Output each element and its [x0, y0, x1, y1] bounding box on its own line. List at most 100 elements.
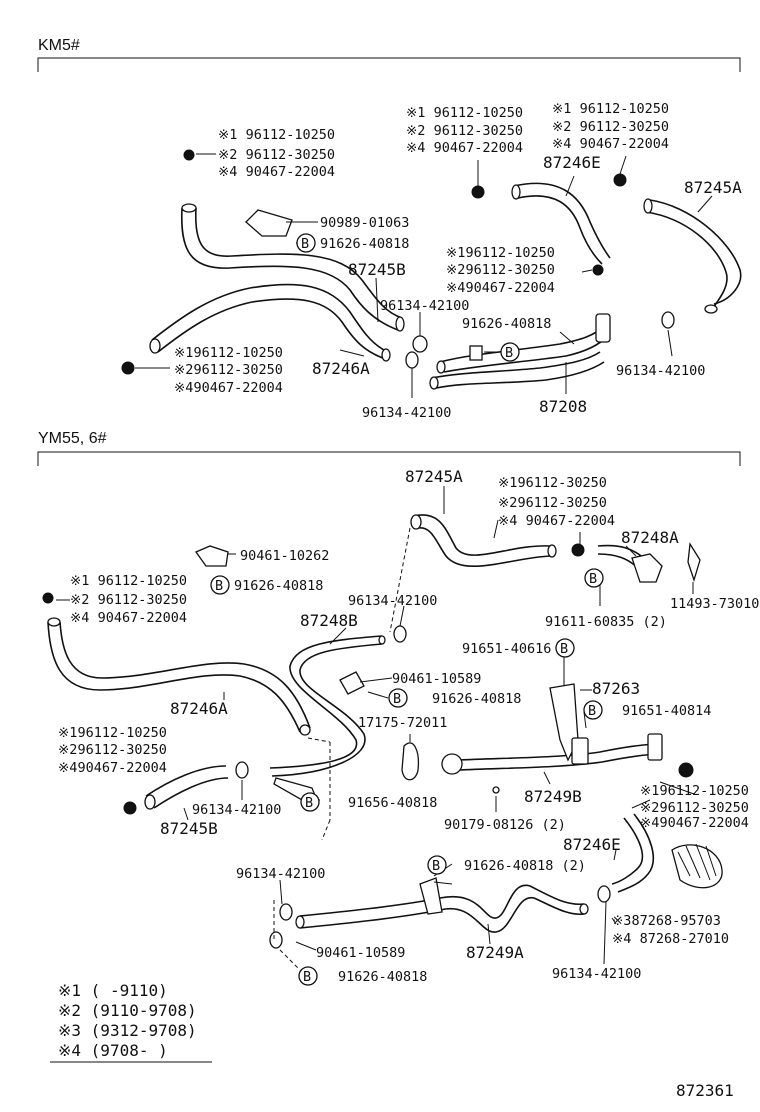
part-17175-72011: 17175-72011 [358, 715, 447, 731]
part-91626-40818-f: 91626-40818 [338, 969, 427, 985]
b-symbol-icon [500, 342, 520, 362]
part-91611-60835: 91611-60835 (2) [545, 614, 667, 630]
clamp-set-c-1: ※1 96112-10250 [406, 105, 523, 121]
part-91651-40814: 91651-40814 [622, 703, 711, 719]
clamp-icon [121, 361, 135, 375]
part-90989-01063: 90989-01063 [320, 215, 409, 231]
part-91626-40818-c: 91626-40818 [234, 578, 323, 594]
note-4: ※4 (9708- ) [58, 1041, 168, 1060]
clamp-icon [42, 592, 54, 604]
clamp-set-e-2: ※2 96112-30250 [552, 119, 669, 135]
bracket-90989-shape [245, 209, 293, 237]
clamp-icon [613, 173, 627, 187]
legend-notes: ※1 ( -9110) ※2 (9110-9708) ※3 (9312-9708… [50, 981, 212, 1063]
clamp-set-d-2: ※296112-30250 [446, 262, 555, 278]
clamp-set-b-2: ※296112-30250 [174, 362, 283, 378]
part-91626-40818-e: 91626-40818 (2) [464, 858, 586, 874]
svg-text:B: B [303, 969, 311, 985]
top-hoses [121, 149, 742, 390]
clamp-set-c-2: ※2 96112-30250 [406, 123, 523, 139]
part-87245B: 87245B [348, 260, 406, 279]
part-96134-42100-b: 96134-42100 [362, 405, 451, 421]
clamp-icon [592, 264, 604, 276]
part-87246A: 87246A [312, 359, 370, 378]
clamp-icon [471, 185, 485, 199]
svg-text:B: B [432, 858, 440, 874]
clamp-icon [339, 671, 365, 695]
part-96134-42100-g: 96134-42100 [552, 966, 641, 982]
b-symbol-icon [298, 966, 318, 986]
part-96134-42100-a: 96134-42100 [380, 298, 469, 314]
clamp-set-h-1: ※196112-10250 [58, 725, 167, 741]
bottom-labels: 87245A ※196112-30250 ※296112-30250 ※4 90… [58, 467, 759, 986]
note-2: ※2 (9110-9708) [58, 1001, 197, 1020]
note-1: ※1 ( -9110) [58, 981, 168, 1000]
part-91626-40818-b: 91626-40818 [462, 316, 551, 332]
part-87245A-b: 87245A [405, 467, 463, 486]
part-87263: 87263 [592, 679, 640, 698]
note-3: ※3 (9312-9708) [58, 1021, 197, 1040]
part-90461-10589: 90461-10589 [392, 671, 481, 687]
b-symbol-icon [210, 575, 230, 595]
part-90461-10262: 90461-10262 [240, 548, 329, 564]
svg-text:B: B [560, 641, 568, 657]
clamp-set-a-3: ※4 90467-22004 [218, 164, 335, 180]
part-87245B-b: 87245B [160, 819, 218, 838]
svg-text:B: B [588, 703, 596, 719]
clamp-icon [279, 903, 293, 921]
clamp-set-d-1: ※196112-10250 [446, 245, 555, 261]
clamp-icon [412, 335, 428, 353]
top-leader-lines [135, 153, 713, 398]
svg-text:B: B [305, 795, 313, 811]
clamp-set-a-2: ※2 96112-30250 [218, 147, 335, 163]
clamp-icon [393, 625, 407, 643]
clamp-icon [661, 311, 675, 329]
bolt-icon [492, 786, 500, 794]
clamp-set-b-1: ※196112-10250 [174, 345, 283, 361]
clamp-icon [123, 801, 137, 815]
bottom-leader-lines [56, 486, 695, 971]
svg-text:B: B [393, 691, 401, 707]
svg-text:B: B [589, 571, 597, 587]
clamp-icon [405, 351, 419, 369]
b-symbol-icon [584, 568, 604, 588]
clamp-set-b-3: ※490467-22004 [174, 380, 283, 396]
clamp-icon [235, 761, 249, 779]
part-11493-73010: 11493-73010 [670, 596, 759, 612]
section-bracket-km5 [37, 57, 741, 72]
clamp-set-i-2: ※296112-30250 [640, 800, 749, 816]
clamp-icon [571, 543, 585, 557]
section-label-km5: KM5# [38, 37, 80, 54]
clamp-set-i-3: ※490467-22004 [640, 815, 749, 831]
part-90461-10589-b: 90461-10589 [316, 945, 405, 961]
clamp-set-g-2: ※2 96112-30250 [70, 592, 187, 608]
clamp-set-d-3: ※490467-22004 [446, 280, 555, 296]
part-91626-40818: 91626-40818 [320, 236, 409, 252]
clamp-set-g-1: ※1 96112-10250 [70, 573, 187, 589]
b-symbol-icon [388, 688, 408, 708]
b-symbol-icon [555, 638, 575, 658]
clamp-set-h-3: ※490467-22004 [58, 760, 167, 776]
svg-text:B: B [505, 345, 513, 361]
section-bracket-ym55 [37, 451, 741, 466]
part-87248B: 87248B [300, 611, 358, 630]
part-87268-95703: ※387268-95703 [612, 913, 721, 929]
clamp-icon [269, 931, 283, 949]
top-labels: ※1 96112-10250 ※2 96112-30250 ※4 90467-2… [174, 101, 742, 421]
clamp-set-c-3: ※4 90467-22004 [406, 140, 523, 156]
part-90179-08126: 90179-08126 (2) [444, 817, 566, 833]
clamp-set-e-3: ※4 90467-22004 [552, 136, 669, 152]
part-96134-42100-d: 96134-42100 [348, 593, 437, 609]
clamp-icon [183, 149, 195, 161]
part-91626-40818-d: 91626-40818 [432, 691, 521, 707]
bracket-90461-shape [195, 545, 229, 567]
svg-text:B: B [301, 236, 309, 252]
clamp-set-g-3: ※4 90467-22004 [70, 610, 187, 626]
part-87246E: 87246E [543, 153, 601, 172]
clamp-set-f-1: ※196112-30250 [498, 475, 607, 491]
clamp-set-i-1: ※196112-10250 [640, 783, 749, 799]
clamp-icon [678, 762, 694, 778]
clamp-icon [597, 885, 611, 903]
clamp-set-e-1: ※1 96112-10250 [552, 101, 669, 117]
